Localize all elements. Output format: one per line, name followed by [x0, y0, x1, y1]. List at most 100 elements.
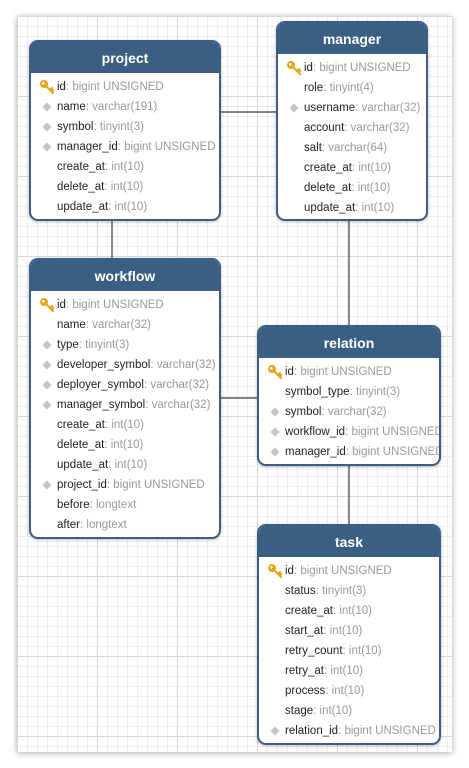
field-name: update_at	[57, 459, 109, 471]
field-name: type	[57, 339, 79, 351]
field-row: project_id: bigint UNSIGNED	[31, 475, 219, 495]
field-row: id: bigint UNSIGNED	[278, 58, 426, 78]
field-type: bigint UNSIGNED	[113, 479, 205, 491]
field-separator: :	[324, 665, 331, 677]
diamond-icon	[267, 444, 283, 460]
field-name: relation_id	[285, 725, 339, 737]
field-type: int(10)	[114, 459, 148, 471]
diamond-icon	[39, 397, 55, 413]
field-type: int(10)	[114, 201, 148, 213]
field-type: varchar(32)	[92, 319, 151, 331]
field-name: id	[57, 81, 66, 93]
field-name: retry_at	[285, 665, 324, 677]
field-name: delete_at	[304, 182, 352, 194]
diamond-icon	[39, 337, 55, 353]
field-name: manager_id	[285, 446, 346, 458]
field-separator: :	[321, 142, 329, 154]
field-type: int(10)	[357, 182, 391, 194]
field-separator: :	[332, 605, 340, 617]
field-row: manager_id: bigint UNSIGNED	[31, 137, 219, 157]
field-type: int(10)	[110, 181, 144, 193]
field-row: create_at: int(10)	[31, 415, 219, 435]
field-separator: :	[108, 459, 115, 471]
field-separator: :	[80, 519, 87, 531]
field-type: varchar(32)	[350, 122, 410, 134]
field-type: tinyint(3)	[355, 386, 401, 398]
field-row: delete_at: int(10)	[278, 178, 426, 198]
field-separator: :	[85, 319, 93, 331]
field-row: retry_count: int(10)	[259, 641, 439, 661]
field-name: update_at	[57, 201, 109, 213]
key-icon	[39, 297, 55, 313]
field-type: tinyint(3)	[85, 339, 130, 351]
field-row: update_at: int(10)	[278, 198, 426, 218]
field-name: username	[304, 102, 356, 114]
field-row: process: int(10)	[259, 681, 439, 701]
field-separator: :	[145, 399, 152, 411]
field-list: id: bigint UNSIGNED symbol_type: tinyint(…	[259, 358, 439, 462]
field-separator: :	[345, 426, 352, 438]
field-name: symbol_type	[285, 386, 350, 398]
field-name: symbol	[285, 406, 322, 418]
field-name: id	[285, 366, 294, 378]
field-row: symbol: tinyint(3)	[31, 117, 219, 137]
field-separator: :	[85, 101, 93, 113]
field-row: manager_id: bigint UNSIGNED	[259, 442, 439, 462]
field-row: before: longtext	[31, 495, 219, 515]
field-separator: :	[313, 705, 320, 717]
field-separator: :	[106, 479, 114, 491]
field-name: retry_count	[285, 645, 343, 657]
field-type: bigint UNSIGNED	[300, 565, 392, 577]
field-separator: :	[323, 82, 330, 94]
field-separator: :	[342, 645, 349, 657]
field-type: varchar(32)	[327, 406, 387, 418]
field-row: delete_at: int(10)	[31, 177, 219, 197]
field-type: varchar(191)	[92, 101, 158, 113]
field-row: id: bigint UNSIGNED	[259, 362, 439, 382]
field-row: id: bigint UNSIGNED	[31, 77, 219, 97]
diamond-icon	[39, 139, 55, 155]
field-row: id: bigint UNSIGNED	[259, 561, 439, 581]
field-name: id	[304, 62, 313, 74]
field-type: varchar(32)	[156, 359, 216, 371]
field-type: varchar(32)	[150, 379, 210, 391]
field-name: process	[285, 685, 326, 697]
field-separator: :	[104, 419, 112, 431]
field-name: create_at	[57, 419, 105, 431]
field-row: update_at: int(10)	[31, 455, 219, 475]
field-name: delete_at	[57, 439, 105, 451]
field-type: varchar(64)	[328, 142, 388, 154]
field-type: bigint UNSIGNED	[319, 62, 411, 74]
field-name: start_at	[285, 625, 324, 637]
field-separator: :	[104, 181, 111, 193]
field-separator: :	[104, 161, 112, 173]
field-row: username: varchar(32)	[278, 98, 426, 118]
field-name: workflow_id	[285, 426, 346, 438]
field-type: int(10)	[331, 685, 365, 697]
field-row: role: tinyint(4)	[278, 78, 426, 98]
diamond-icon	[286, 100, 302, 116]
field-name: manager_symbol	[57, 399, 146, 411]
field-name: name	[57, 319, 86, 331]
field-row: name: varchar(32)	[31, 315, 219, 335]
field-row: retry_at: int(10)	[259, 661, 439, 681]
field-separator: :	[65, 81, 73, 93]
field-separator: :	[65, 299, 73, 311]
field-type: varchar(32)	[361, 102, 421, 114]
field-name: salt	[304, 142, 322, 154]
field-name: status	[285, 585, 316, 597]
field-row: id: bigint UNSIGNED	[31, 295, 219, 315]
field-name: create_at	[304, 162, 352, 174]
table-title: manager	[278, 23, 426, 54]
field-type: int(10)	[319, 705, 353, 717]
field-separator: :	[143, 379, 151, 391]
field-row: status: tinyint(3)	[259, 581, 439, 601]
